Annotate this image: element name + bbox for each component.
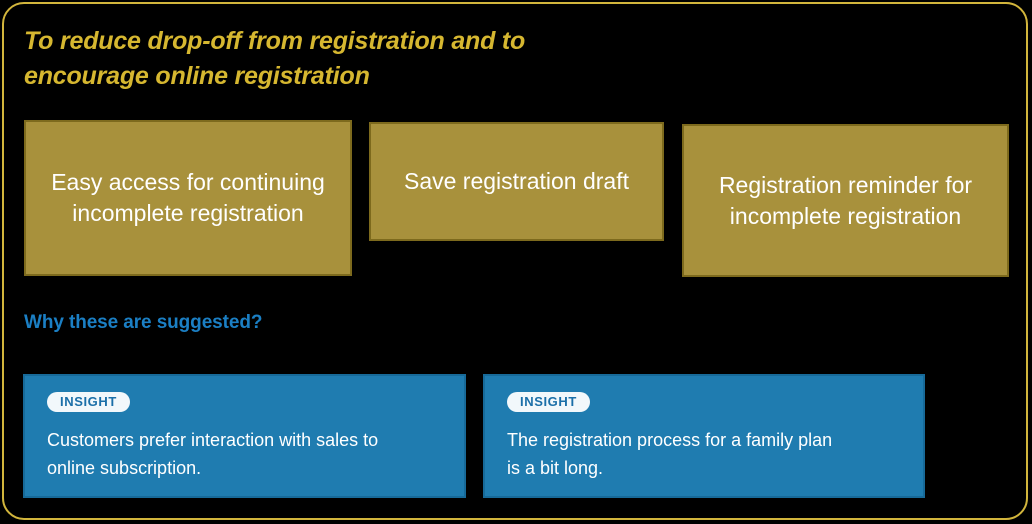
insight-badge-2: INSIGHT [507,392,590,412]
suggestion-card-2-label: Save registration draft [403,168,629,195]
insight-card-1[interactable]: INSIGHT Customers prefer interaction wit… [23,374,466,498]
suggestion-card-3-label: Registration reminder for incomplete reg… [718,171,973,229]
suggestion-card-1-label: Easy access for continuing incomplete re… [51,169,325,226]
suggestion-card-3[interactable]: Registration reminder for incomplete reg… [682,124,1009,277]
suggestion-card-2[interactable]: Save registration draft [369,122,664,241]
insight-text-1: Customers prefer interaction with sales … [47,430,379,478]
insight-text-2: The registration process for a family pl… [507,430,833,478]
insight-card-2[interactable]: INSIGHT The registration process for a f… [483,374,925,498]
insight-badge-1: INSIGHT [47,392,130,412]
section-heading-why-suggested: Why these are suggested? [24,312,263,333]
suggestion-card-1[interactable]: Easy access for continuing incomplete re… [24,120,352,276]
page-title: To reduce drop-off from registration and… [24,27,526,90]
